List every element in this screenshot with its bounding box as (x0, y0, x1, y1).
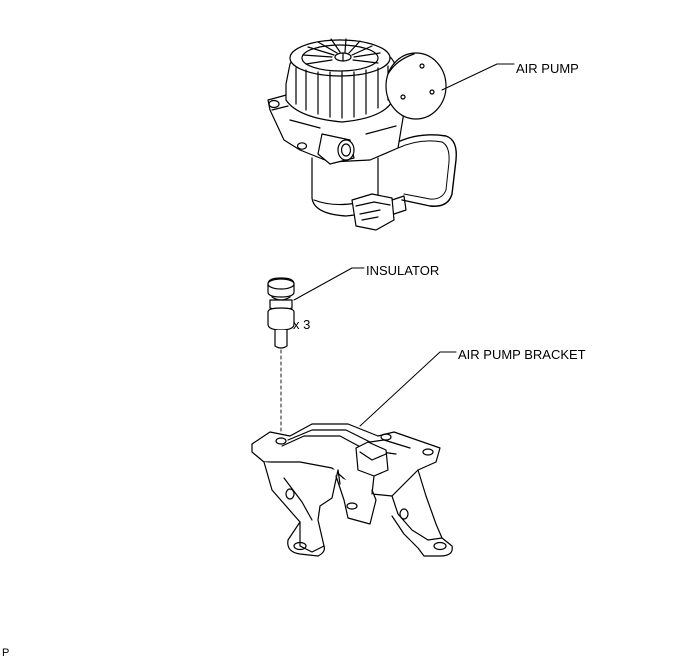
insulator-drawing (268, 268, 364, 438)
air-pump-bracket-label: AIR PUMP BRACKET (458, 347, 586, 362)
air-pump-label: AIR PUMP (516, 61, 579, 76)
air-pump-bracket-drawing (252, 352, 456, 556)
corner-code-label: P (2, 647, 10, 659)
insulator-label: INSULATOR (366, 263, 440, 278)
air-pump-drawing (268, 39, 514, 230)
quantity-label: x 3 (293, 317, 311, 332)
